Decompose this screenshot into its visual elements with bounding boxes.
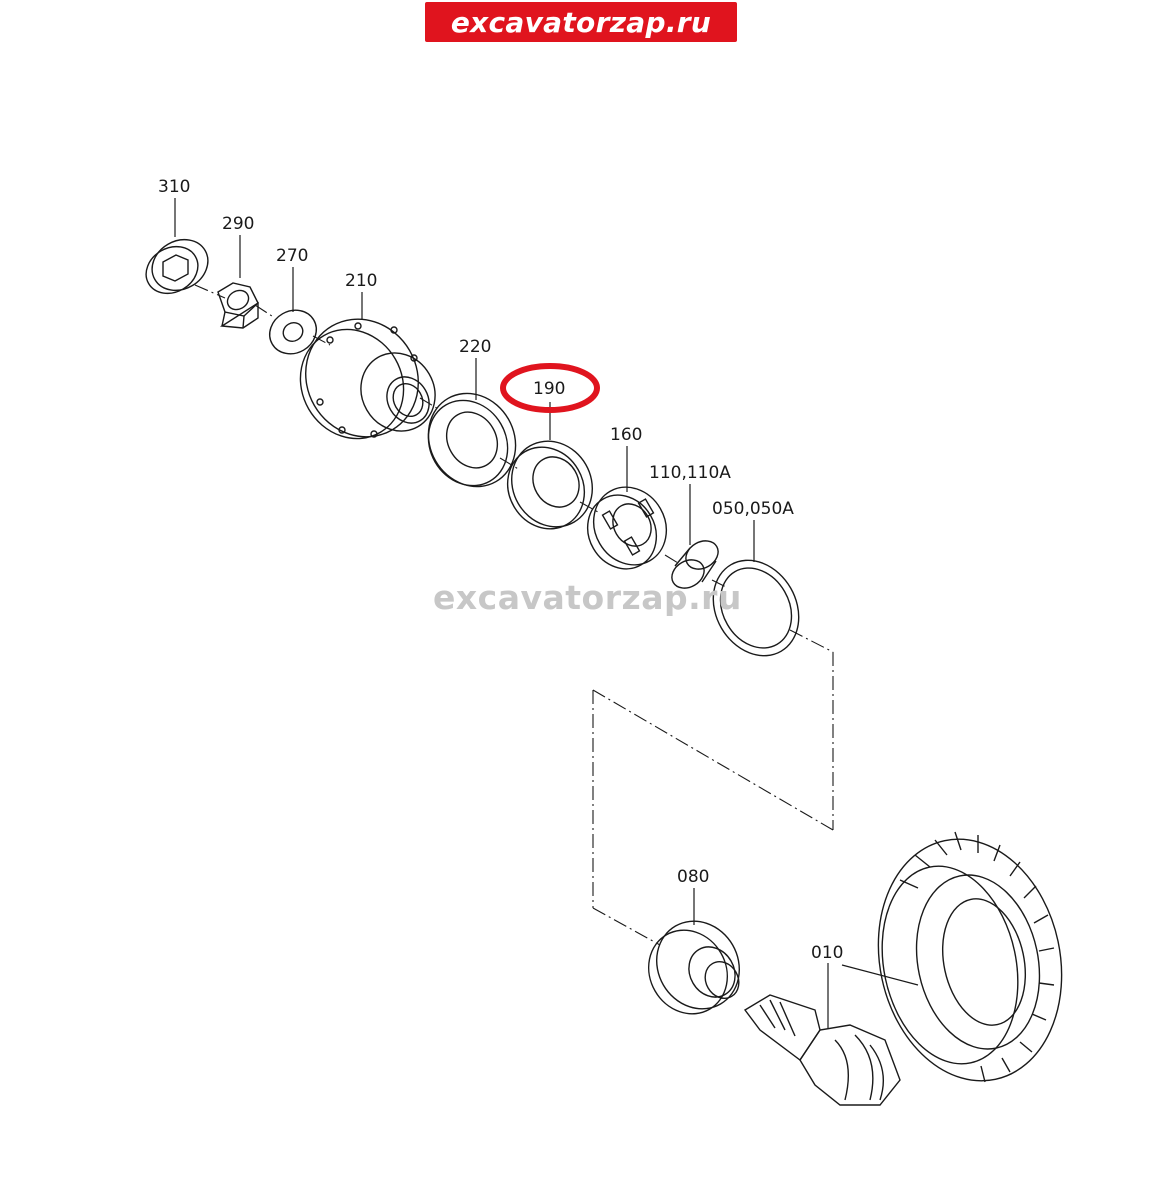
callout-110[interactable]: 110,110A (649, 463, 731, 483)
part-160-bearing (586, 486, 668, 570)
part-010-ring-gear (877, 831, 1063, 1083)
part-190-ring (506, 440, 594, 530)
callout-190[interactable]: 190 (533, 379, 566, 399)
site-banner-text: excavatorzap.ru (450, 6, 712, 39)
highlight-ring (500, 363, 600, 413)
callout-310[interactable]: 310 (158, 177, 191, 197)
part-210-flange (299, 318, 436, 440)
callout-210[interactable]: 210 (345, 271, 378, 291)
callout-220[interactable]: 220 (459, 337, 492, 357)
callout-160[interactable]: 160 (610, 425, 643, 445)
callout-080[interactable]: 080 (677, 867, 710, 887)
part-270-washer (269, 309, 317, 355)
callout-290[interactable]: 290 (222, 214, 255, 234)
callout-270[interactable]: 270 (276, 246, 309, 266)
callout-050[interactable]: 050,050A (712, 499, 794, 519)
part-080-bearing (647, 920, 741, 1015)
watermark: excavatorzap.ru (433, 578, 742, 617)
part-310-cap (145, 238, 209, 295)
site-banner[interactable]: excavatorzap.ru (425, 2, 737, 42)
part-010-pinion (743, 994, 901, 1106)
callout-010[interactable]: 010 (811, 943, 844, 963)
part-110-spacer (671, 540, 719, 589)
assembly-axis (194, 284, 834, 946)
part-220-seal (427, 392, 517, 488)
part-290-nut (217, 282, 259, 329)
part-050-shim (712, 559, 800, 657)
